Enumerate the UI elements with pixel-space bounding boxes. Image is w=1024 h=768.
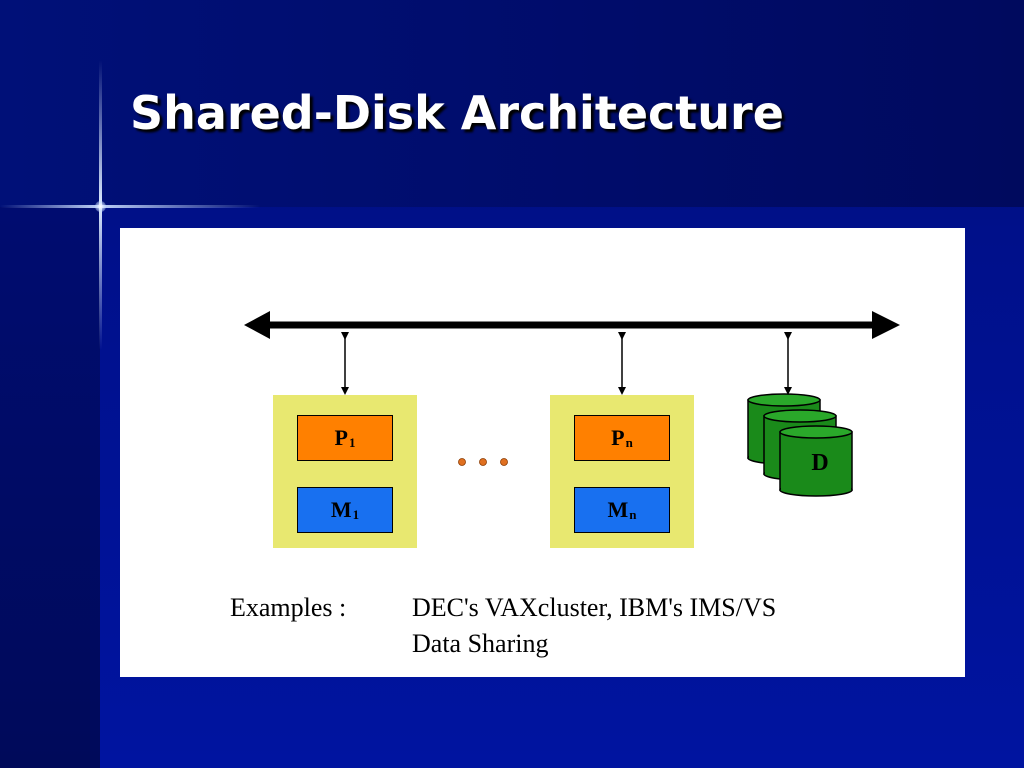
ellipsis-dot [458, 458, 466, 466]
memory-n-subscript: n [629, 507, 637, 522]
processor-n-label: P [611, 425, 625, 450]
examples-line-2: Data Sharing [412, 629, 549, 658]
examples-text: Examples : DEC's VAXcluster, IBM's IMS/V… [230, 590, 776, 662]
left-band [0, 207, 100, 768]
slide-title: Shared-Disk Architecture [130, 86, 784, 140]
disk-stack-icon: D [747, 393, 853, 497]
bus-arrowhead-left [244, 311, 270, 339]
title-band [0, 0, 1024, 207]
ellipsis-dot [500, 458, 508, 466]
examples-line-1: DEC's VAXcluster, IBM's IMS/VS [412, 593, 777, 622]
light-flare-horizontal [0, 205, 260, 208]
disk-label: D [811, 450, 828, 476]
connections-svg: D [244, 311, 900, 497]
bus-arrowhead-right [872, 311, 900, 339]
processor-1-subscript: 1 [348, 435, 356, 450]
processor-n-subscript: n [625, 435, 633, 450]
examples-indent [230, 626, 412, 662]
disk-cylinder [779, 425, 853, 497]
light-flare-core [95, 201, 106, 212]
memory-n-label: M [607, 497, 629, 522]
memory-1-subscript: 1 [352, 507, 360, 522]
memory-1-label: M [330, 497, 352, 522]
examples-label: Examples : [230, 593, 347, 622]
processor-1-label: P [334, 425, 348, 450]
ellipsis-dot [479, 458, 487, 466]
examples-row-1: Examples : DEC's VAXcluster, IBM's IMS/V… [230, 590, 776, 626]
examples-row-2: Data Sharing [230, 626, 776, 662]
